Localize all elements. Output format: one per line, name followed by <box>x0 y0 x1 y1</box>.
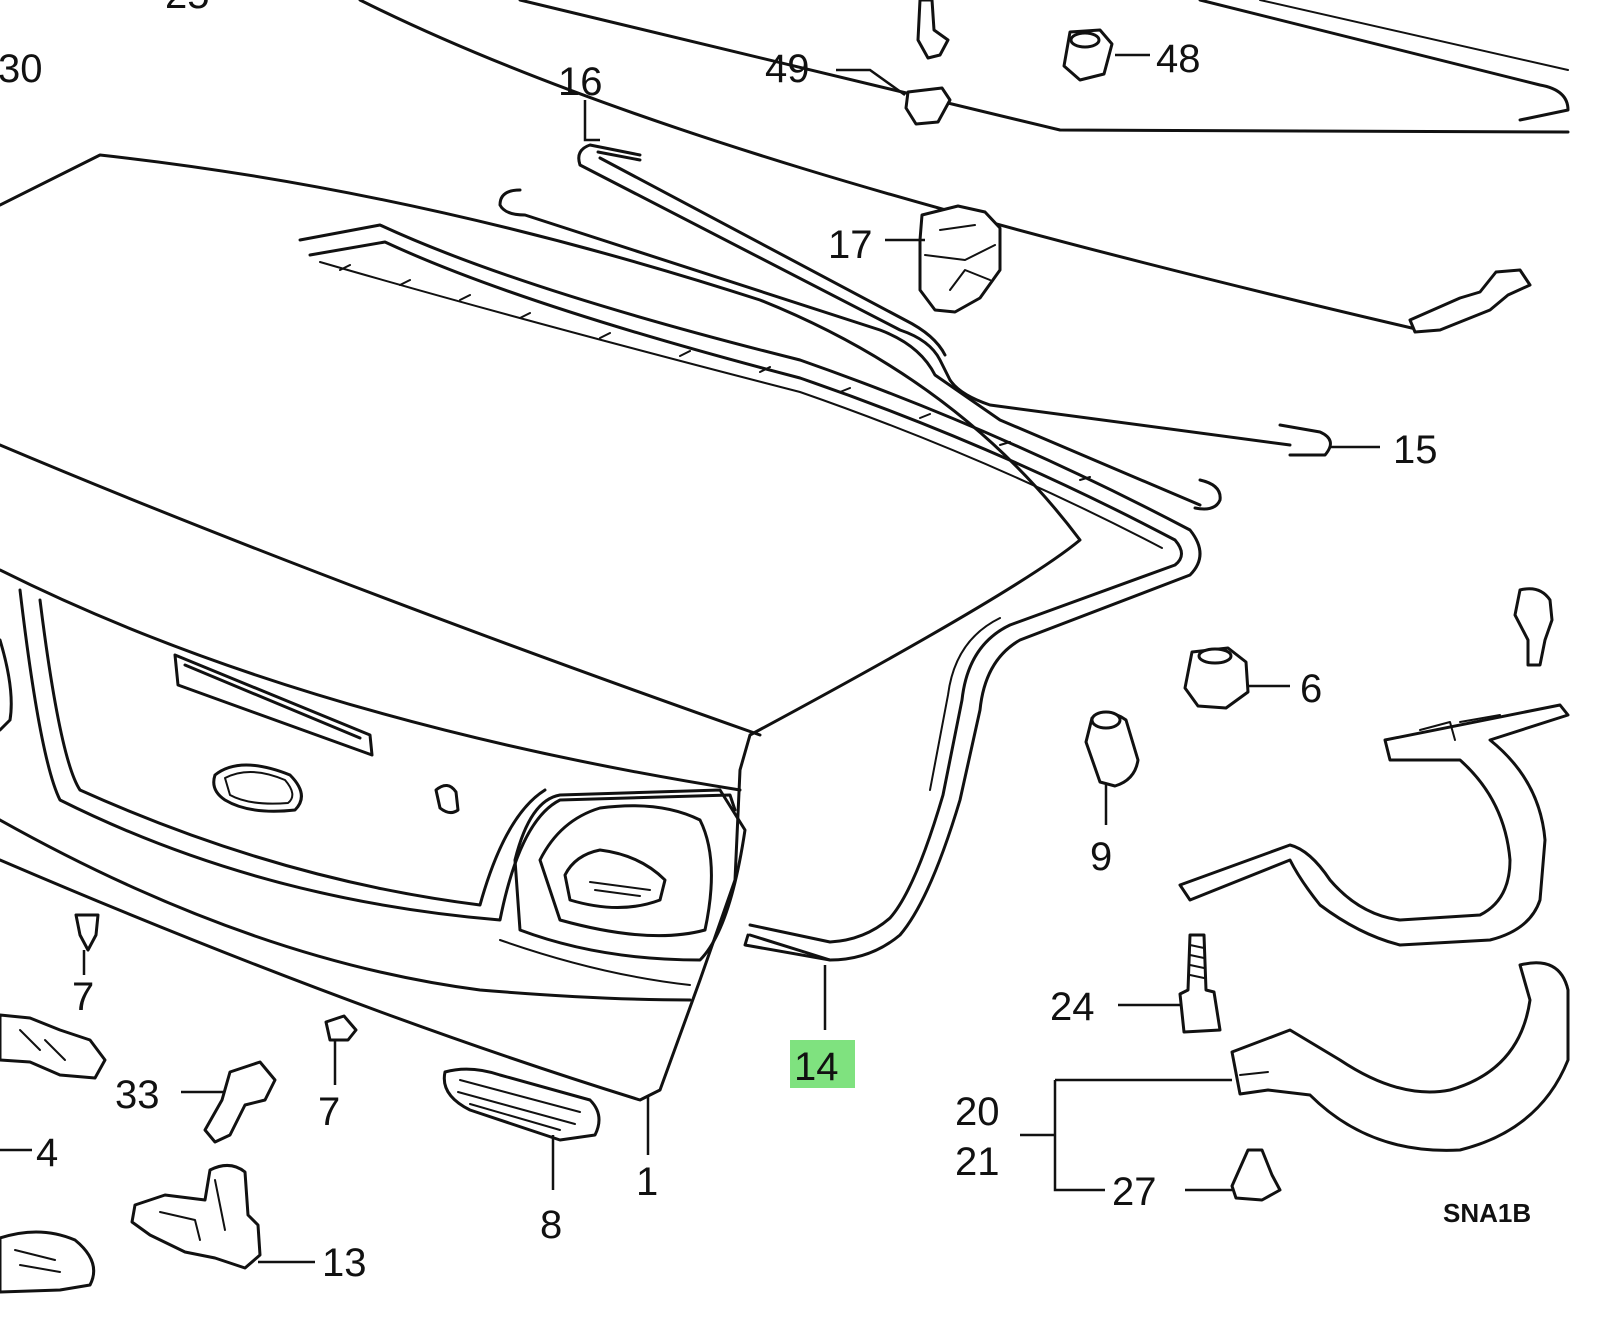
callout-17: 17 <box>828 223 873 267</box>
lower-left-piece <box>0 1230 96 1294</box>
part-33-bolt <box>203 1060 277 1144</box>
callout-48: 48 <box>1156 37 1201 81</box>
hinge-arm-upper <box>1178 703 1570 947</box>
callout-4: 4 <box>36 1131 58 1175</box>
callout-8: 8 <box>540 1203 562 1247</box>
leader-lines <box>0 53 1380 1264</box>
part-27-clip <box>1230 1148 1282 1202</box>
part-6-bumper <box>1183 646 1250 710</box>
part-49-clip <box>904 0 952 126</box>
part-9-stopper <box>1084 710 1140 788</box>
callout-25: 25 <box>165 0 210 17</box>
rear-shelf-lines <box>358 0 1570 332</box>
callout-9: 9 <box>1090 835 1112 879</box>
callout-6: 6 <box>1300 667 1322 711</box>
callout-13: 13 <box>322 1241 367 1285</box>
part-13-latch <box>130 1164 262 1270</box>
trunk-lid-part-1 <box>0 153 1082 1102</box>
part-24-bolt <box>1178 933 1222 1034</box>
callout-14: 14 <box>794 1045 839 1089</box>
callout-33: 33 <box>115 1073 160 1117</box>
callout-49: 49 <box>765 47 810 91</box>
callout-24: 24 <box>1050 985 1095 1029</box>
part-7-clip-a <box>74 913 100 952</box>
callout-15: 15 <box>1393 428 1438 472</box>
right-bolt-top <box>1513 587 1554 667</box>
part-8-lamp <box>442 1067 601 1142</box>
part-17-bracket <box>918 204 1002 314</box>
callout-7-a: 7 <box>72 975 94 1019</box>
torsion-bars <box>498 143 1332 511</box>
callout-20: 20 <box>955 1090 1000 1134</box>
lock-cable-end <box>1408 268 1532 334</box>
diagram-code: SNA1B <box>1443 1198 1531 1228</box>
callout-14-highlight <box>790 1040 855 1088</box>
callout-27: 27 <box>1112 1170 1157 1214</box>
callout-16: 16 <box>558 60 603 104</box>
callout-21: 21 <box>955 1140 1000 1184</box>
part-7-clip-b <box>324 1014 358 1042</box>
striker-left <box>0 1013 107 1080</box>
weatherstrip-part-14 <box>298 223 1202 962</box>
callout-7-b: 7 <box>318 1090 340 1134</box>
callout-30: 30 <box>0 47 43 91</box>
hinge-arm-lower <box>1230 961 1570 1152</box>
part-48-grommet <box>1062 28 1114 82</box>
callout-1: 1 <box>636 1160 658 1204</box>
callouts: 30 25 16 49 48 17 15 6 9 7 7 33 4 13 8 1… <box>0 0 1531 1285</box>
